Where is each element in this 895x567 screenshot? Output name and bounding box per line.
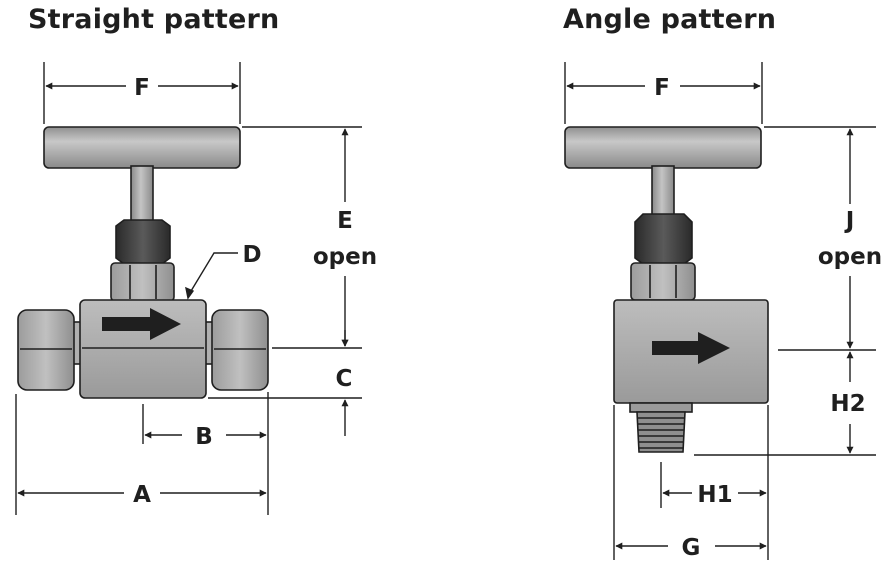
straight-pattern-title: Straight pattern [28,4,280,35]
straight-body [79,299,207,399]
straight-dim-e-label: E [337,208,353,234]
angle-dim-f-label: F [654,75,670,101]
straight-dim-b-label: B [195,424,213,450]
straight-valve [17,126,269,399]
straight-right-fitting [202,309,269,391]
angle-dim-h1-label: H1 [697,482,732,508]
straight-dim-d-label: D [242,242,261,268]
angle-dim-j-label: J [844,208,855,234]
straight-handle [43,126,241,169]
angle-flow-arrow-icon [652,332,730,364]
angle-dim-g-label: G [682,535,701,561]
angle-threaded-port [629,402,693,453]
straight-bonnet [110,262,175,302]
straight-left-fitting [17,309,88,391]
straight-flow-arrow-icon [102,308,181,340]
angle-valve [564,126,769,453]
angle-pattern-title: Angle pattern [563,4,777,35]
angle-packing-nut [634,213,693,265]
straight-dimensions [15,62,362,515]
straight-dim-e-open-label: open [313,244,377,270]
angle-dim-h2-label: H2 [830,391,865,417]
straight-dim-a-label: A [133,482,151,508]
angle-dim-j-open-label: open [818,244,882,270]
straight-dim-c-label: C [336,366,353,392]
angle-handle [564,126,762,169]
straight-packing-nut [115,219,171,265]
angle-stem [651,165,675,217]
straight-dim-f-label: F [134,75,150,101]
angle-dimensions [564,62,876,560]
angle-bonnet [630,262,696,301]
straight-stem [130,165,154,223]
